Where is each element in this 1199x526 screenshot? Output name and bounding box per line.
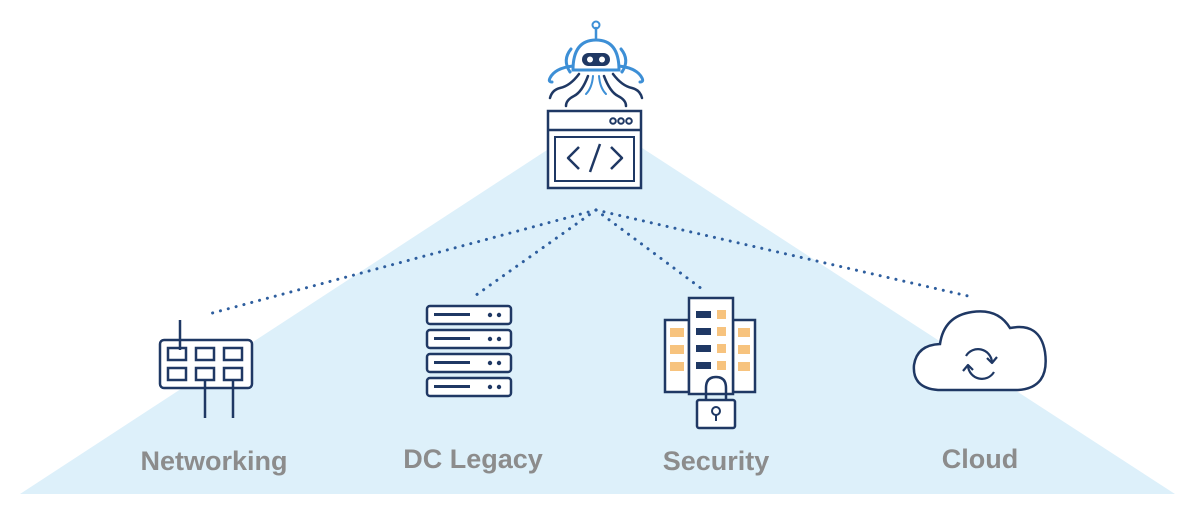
connector-dc-legacy bbox=[470, 208, 598, 300]
secure-building-lock-icon bbox=[663, 296, 757, 430]
scope-triangle bbox=[20, 118, 1175, 494]
connector-cloud bbox=[594, 208, 970, 298]
label-security: Security bbox=[662, 446, 770, 476]
label-dc-legacy: DC Legacy bbox=[403, 444, 543, 474]
label-networking: Networking bbox=[140, 446, 288, 476]
code-window-icon bbox=[546, 109, 643, 190]
network-switch-icon bbox=[158, 320, 254, 418]
cloud-sync-icon bbox=[912, 310, 1047, 392]
dotted-connectors bbox=[203, 208, 970, 317]
label-cloud: Cloud bbox=[941, 444, 1019, 474]
connector-security bbox=[594, 208, 708, 294]
server-rack-icon bbox=[425, 304, 513, 398]
octopus-robot-icon bbox=[547, 20, 645, 108]
connector-networking bbox=[203, 208, 598, 317]
